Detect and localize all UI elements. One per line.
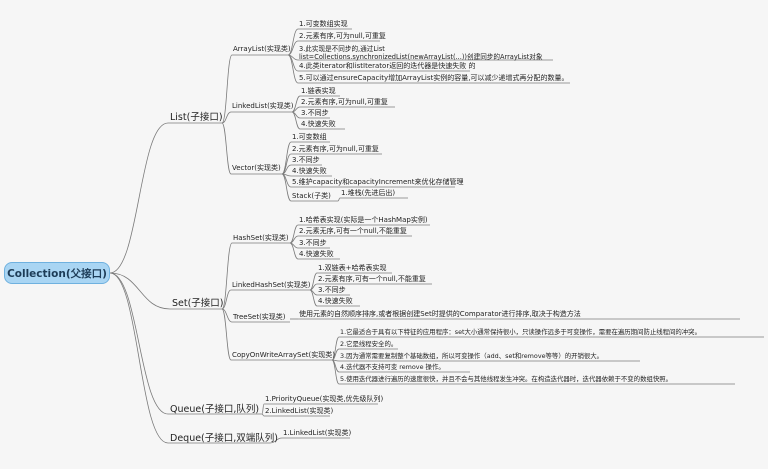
node-copyonwritearrayset[interactable]: CopyOnWriteArraySet(实现类)	[232, 351, 335, 359]
connector	[221, 111, 232, 124]
cowset-item-1: 1.它最适合于具有以下特征的应用程序：set大小通常保持很小，只读操作远多于可变…	[340, 328, 701, 336]
hashset-item-3: 3.不同步	[299, 239, 327, 247]
node-hashset[interactable]: HashSet(实现类)	[233, 234, 289, 242]
connector	[109, 272, 169, 444]
connector	[309, 289, 318, 307]
branch-set[interactable]: Set(子接口)	[172, 298, 224, 309]
linkedhashset-item-2: 2.元素有序,可有一个null,不能重复	[318, 275, 426, 283]
connector	[291, 111, 301, 130]
connector	[331, 359, 340, 385]
connector	[261, 403, 265, 415]
connector	[337, 197, 341, 202]
deque-item-1: 1.LinkedList(实现类)	[283, 429, 352, 437]
connector	[287, 40, 299, 56]
vector-item-3: 3.不同步	[292, 156, 320, 164]
connector	[109, 122, 169, 274]
cowset-item-3: 3.因为通常需要复制整个基础数组，所以可变操作（add、set和remove等等…	[340, 352, 604, 360]
linkedlist-item-4: 4.快速失败	[301, 120, 336, 128]
connector	[109, 272, 169, 415]
connector	[261, 413, 265, 417]
queue-item-1: 1.PriorityQueue(实现类,优先级队列)	[265, 395, 384, 403]
branch-queue[interactable]: Queue(子接口,队列)	[170, 404, 260, 415]
treeset-item-1: 使用元素的自然顺序排序,或者根据创建Set时提供的Comparator进行排序,…	[299, 310, 581, 318]
node-linkedlist[interactable]: LinkedList(实现类)	[232, 102, 294, 110]
queue-item-2: 2.LinkedList(实现类)	[265, 407, 334, 415]
connector	[269, 437, 283, 444]
linkedlist-item-2: 2.元素有序,可为null,可重复	[301, 98, 388, 106]
hashset-item-2: 2.元素无序,可有一个null,不能重复	[299, 227, 407, 235]
arraylist-item-4: 4.此类iterator和listIterator返回的迭代器是快速失败 的	[299, 62, 476, 70]
arraylist-item-2: 2.元素有序,可为null,可重复	[299, 32, 386, 40]
connector	[287, 54, 299, 84]
cowset-item-2: 2.它是线程安全的。	[340, 340, 398, 348]
branch-list[interactable]: List(子接口)	[170, 112, 223, 123]
vector-item-5: 5.维护capacity和capacityIncrement来优化存储管理	[292, 178, 464, 186]
vector-item-1: 1.可变数组	[292, 133, 327, 141]
vector-item-2: 2.元素有序,可为null,可重复	[292, 145, 379, 153]
linkedhashset-item-1: 1.双链表+哈希表实现	[318, 264, 387, 272]
vector-item-4: 4.快速失败	[292, 167, 327, 175]
connector	[109, 272, 171, 310]
cowset-item-4: 4.迭代器不支持可变 remove 操作。	[340, 363, 445, 371]
cowset-item-5: 5.使用迭代器进行遍历的速度很快，并且不会与其他线程发生冲突。在构造迭代器时，迭…	[340, 375, 673, 383]
arraylist-item-3: 3.此实现是不同步的,通过List list=Collections.synch…	[299, 45, 543, 61]
connector	[281, 173, 292, 202]
node-vector[interactable]: Vector(实现类)	[232, 164, 281, 172]
node-stack[interactable]: Stack(子类)	[292, 192, 331, 200]
node-arraylist[interactable]: ArrayList(实现类)	[233, 45, 291, 53]
root-node[interactable]: Collection(父接口)	[4, 262, 110, 284]
branch-deque[interactable]: Deque(子接口,双端队列)	[170, 433, 278, 444]
connector	[221, 242, 233, 310]
hashset-item-1: 1.哈希表实现(实际是一个HashMap实例)	[299, 216, 428, 224]
linkedhashset-item-3: 3.不同步	[318, 286, 346, 294]
arraylist-item-1: 1.可变数组实现	[299, 20, 348, 28]
stack-item-1: 1.堆栈(先进后出)	[341, 189, 396, 197]
linkedlist-item-1: 1.链表实现	[301, 87, 336, 95]
hashset-item-4: 4.快速失败	[299, 250, 334, 258]
linkedlist-item-3: 3.不同步	[301, 109, 329, 117]
linkedhashset-item-4: 4.快速失败	[318, 297, 353, 305]
arraylist-item-5: 5.可以通过ensureCapacity增加ArrayList实例的容量,可以减…	[299, 74, 569, 82]
connector	[221, 122, 232, 175]
connector	[221, 308, 232, 361]
node-treeset[interactable]: TreeSet(实现类)	[233, 313, 286, 321]
connector	[221, 54, 233, 124]
connector	[221, 308, 233, 323]
connector	[289, 224, 299, 244]
connector	[221, 289, 232, 310]
connector	[289, 242, 299, 260]
node-linkedhashset[interactable]: LinkedHashSet(实现类)	[232, 281, 311, 289]
